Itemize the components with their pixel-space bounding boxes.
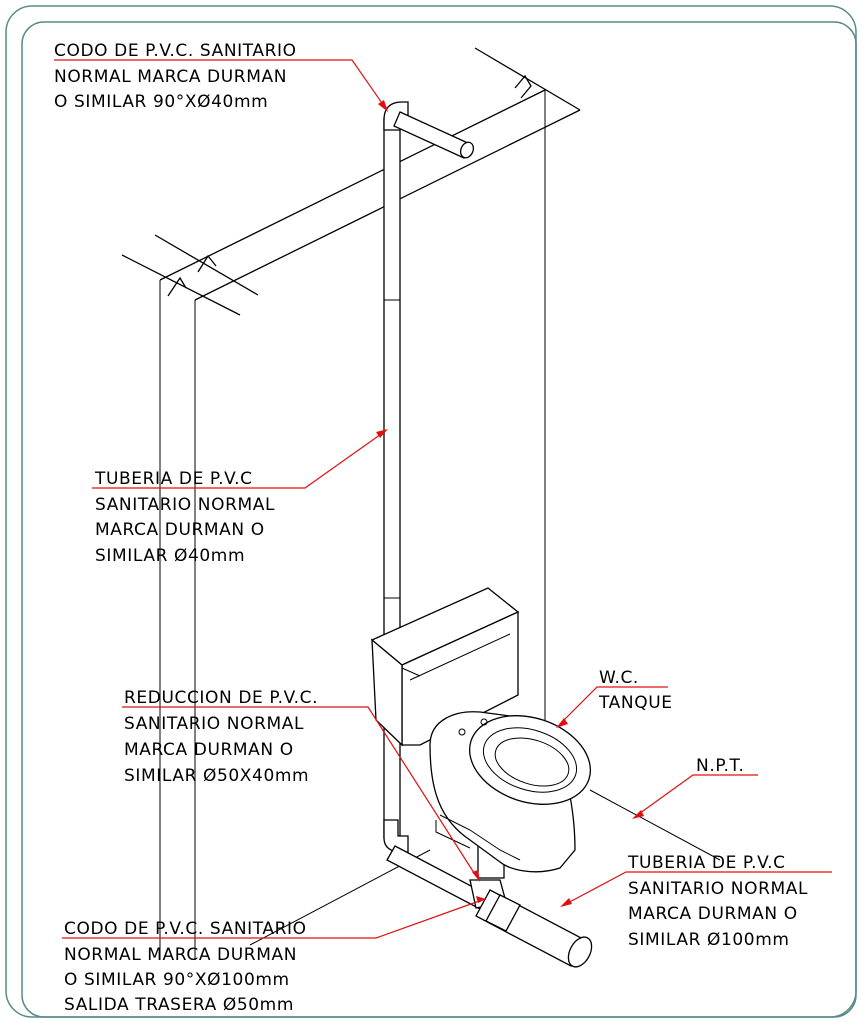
label-line: SANITARIO NORMAL (124, 714, 304, 734)
label-reduccion: REDUCCION DE P.V.C. SANITARIO NORMAL MAR… (124, 688, 318, 786)
leader-npt (632, 774, 758, 819)
horizontal-pipe-100mm (475, 889, 593, 968)
label-npt: N.P.T. (696, 756, 745, 776)
label-line: REDUCCION DE P.V.C. (124, 688, 318, 708)
label-line: MARCA DURMAN O (95, 520, 265, 540)
label-tuberia-100: TUBERIA DE P.V.C SANITARIO NORMAL MARCA … (627, 853, 808, 950)
wall-lines (121, 47, 721, 960)
label-line: NORMAL MARCA DURMAN (64, 945, 297, 965)
leader-tuberia-40 (92, 429, 388, 489)
label-line: TANQUE (598, 693, 673, 713)
toilet-wc (370, 587, 592, 873)
label-line: NORMAL MARCA DURMAN (54, 67, 287, 87)
label-line: MARCA DURMAN O (628, 904, 798, 924)
leader-codo-top (54, 59, 388, 112)
label-line: TUBERIA DE P.V.C (94, 469, 253, 489)
label-line: SIMILAR Ø40mm (95, 546, 245, 566)
leader-codo-bottom (62, 896, 486, 939)
leader-tuberia-100 (560, 871, 832, 907)
label-line: SIMILAR Ø50X40mm (124, 766, 309, 786)
label-wc: W.C. TANQUE (598, 668, 673, 713)
label-tuberia-40: TUBERIA DE P.V.C SANITARIO NORMAL MARCA … (94, 469, 275, 566)
label-line: O SIMILAR 90°XØ40mm (54, 92, 268, 112)
leader-reduccion (122, 706, 480, 882)
label-line: SANITARIO NORMAL (95, 495, 275, 515)
top-elbow-40mm (383, 101, 475, 159)
label-codo-top: CODO DE P.V.C. SANITARIO NORMAL MARCA DU… (54, 41, 297, 112)
label-line: CODO DE P.V.C. SANITARIO (54, 41, 297, 61)
label-line: MARCA DURMAN O (124, 740, 294, 760)
drawing-frame-inner (21, 21, 857, 1018)
leader-wc (556, 686, 668, 728)
label-line: SANITARIO NORMAL (628, 879, 808, 899)
label-line: TUBERIA DE P.V.C (627, 853, 786, 873)
label-line: SIMILAR Ø100mm (628, 930, 790, 950)
label-line: O SIMILAR 90°XØ100mm (64, 970, 290, 990)
label-line: N.P.T. (696, 756, 745, 776)
label-line: SALIDA TRASERA Ø50mm (64, 995, 294, 1015)
label-codo-bottom: CODO DE P.V.C. SANITARIO NORMAL MARCA DU… (64, 919, 307, 1015)
label-line: CODO DE P.V.C. SANITARIO (64, 919, 307, 939)
label-line: W.C. (599, 668, 639, 688)
